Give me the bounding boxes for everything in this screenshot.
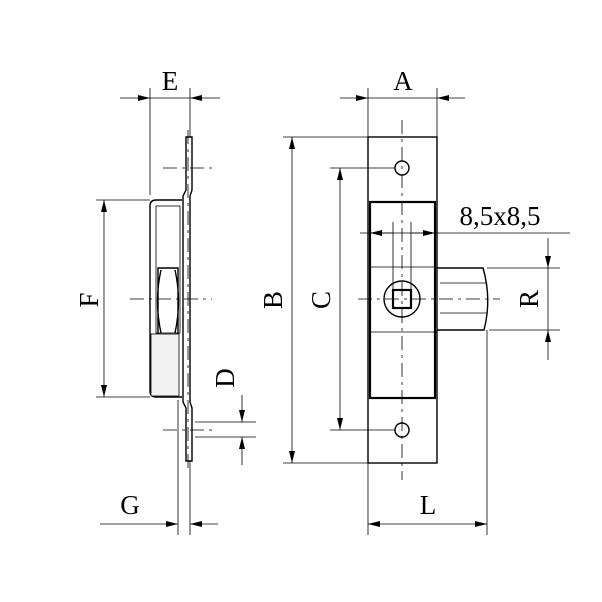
front-plate <box>367 136 438 464</box>
side-bolt-block <box>150 333 180 397</box>
side-case <box>149 199 182 398</box>
label-C: C <box>306 291 336 309</box>
label-G: G <box>120 490 140 520</box>
label-F: F <box>74 292 104 307</box>
label-L: L <box>420 490 437 520</box>
side-nut <box>156 267 180 336</box>
label-square-size: 8,5x8,5 <box>460 201 541 231</box>
side-view: E F D G <box>74 66 256 535</box>
front-case <box>368 200 437 400</box>
label-A: A <box>393 66 413 96</box>
side-case-inner <box>155 205 181 334</box>
label-E: E <box>162 66 179 96</box>
label-D: D <box>210 368 240 388</box>
label-B: B <box>258 291 288 309</box>
side-plate <box>182 136 193 462</box>
label-R: R <box>514 290 544 308</box>
front-view: A B C 8,5x8,5 R L <box>258 66 570 535</box>
